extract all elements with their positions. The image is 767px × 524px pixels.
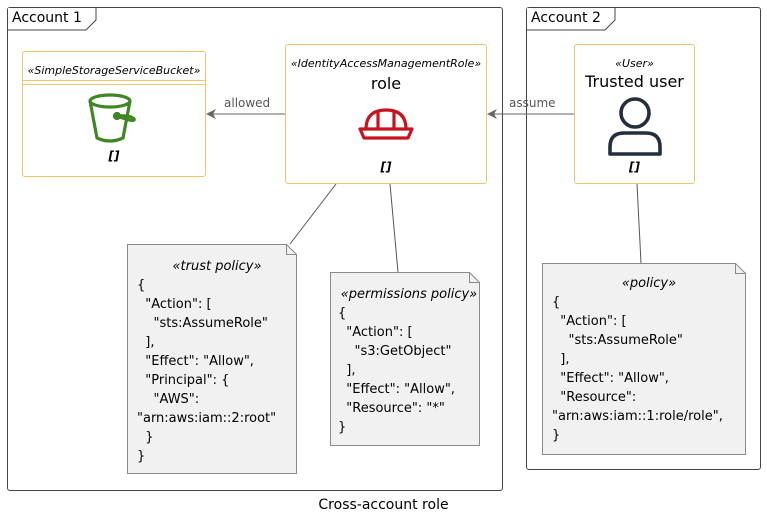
account1-frame: Account 1 — [7, 7, 503, 491]
trust-note-line: "Principal": { — [137, 373, 230, 388]
bucket-node: «SimpleStorageServiceBucket» [] — [22, 51, 206, 177]
bucket-separator — [23, 80, 205, 85]
permissions-policy-note: «permissions policy» { "Action": [ "s3:G… — [330, 272, 480, 446]
user-name: Trusted user — [585, 72, 684, 91]
assume-label: assume — [509, 96, 556, 110]
policy-note-line: "Effect": "Allow", — [552, 371, 669, 386]
allowed-label: allowed — [224, 96, 271, 110]
trust-note-line: "Effect": "Allow", — [137, 354, 254, 369]
permissions-note-link — [389, 183, 399, 273]
trust-note-line: "Action": [ — [137, 297, 212, 312]
user-stereotype: «User» — [615, 57, 654, 70]
permissions-note-line: "s3:GetObject" — [338, 344, 452, 359]
diagram-caption: Cross-account role — [318, 497, 449, 513]
user-bracket: [] — [629, 160, 640, 174]
account2-frame: Account 2 — [526, 7, 761, 470]
trust-note-title: «trust policy» — [172, 259, 262, 274]
policy-note: «policy» { "Action": [ "sts:AssumeRole" … — [542, 263, 746, 455]
role-stereotype: «IdentityAccessManagementRole» — [290, 57, 482, 70]
iam-role-hardhat-icon — [358, 108, 414, 140]
account1-tab-edge — [8, 8, 97, 31]
user-icon — [607, 97, 662, 156]
permissions-note-shape — [330, 272, 480, 446]
account2-tab-edge — [527, 8, 616, 31]
trust-note-line: { — [137, 278, 146, 293]
trust-note-line: } — [137, 449, 146, 464]
policy-note-title: «policy» — [621, 276, 677, 291]
policy-note-line: "sts:AssumeRole" — [552, 333, 683, 348]
trust-note-body: { "Action": [ "sts:AssumeRole" ], "Effec… — [137, 276, 297, 466]
account1-title: Account 1 — [8, 8, 104, 28]
policy-note-shape — [542, 263, 746, 455]
trust-policy-note: «trust policy» { "Action": [ "sts:Assume… — [127, 244, 297, 474]
s3-bucket-icon — [88, 93, 136, 143]
trust-note-line: } — [137, 430, 154, 445]
policy-note-line: { — [552, 295, 561, 310]
permissions-note-line: "Action": [ — [338, 325, 413, 340]
account2-title: Account 2 — [527, 8, 623, 28]
permissions-note-line: ], — [338, 363, 356, 378]
trust-note-link — [289, 183, 337, 245]
bucket-stereotype: «SimpleStorageServiceBucket» — [27, 64, 201, 77]
policy-note-line: "Resource": — [552, 390, 637, 405]
trust-note-line: "arn:aws:iam::2:root" — [137, 411, 277, 426]
policy-note-body: { "Action": [ "sts:AssumeRole" ], "Effec… — [552, 293, 746, 445]
policy-note-line: "arn:aws:iam::1:role/role", — [552, 409, 723, 424]
role-node: «IdentityAccessManagementRole» role [] — [285, 44, 487, 184]
permissions-note-line: { — [338, 306, 347, 321]
bucket-bracket: [] — [108, 149, 120, 163]
user-node: «User» Trusted user [] — [574, 44, 695, 184]
trust-note-line: ], — [137, 335, 155, 350]
permissions-note-line: "Resource": "*" — [338, 401, 445, 416]
role-name: role — [370, 74, 402, 93]
trust-note-shape — [127, 244, 297, 474]
policy-note-line: } — [552, 428, 561, 443]
permissions-note-title: «permissions policy» — [340, 287, 478, 302]
policy-note-line: "Action": [ — [552, 314, 627, 329]
permissions-note-body: { "Action": [ "s3:GetObject" ], "Effect"… — [338, 304, 480, 437]
policy-note-link — [636, 183, 642, 264]
policy-note-line: ], — [552, 352, 570, 367]
trust-note-line: "AWS": — [137, 392, 200, 407]
trust-note-line: "sts:AssumeRole" — [137, 316, 268, 331]
permissions-note-line: "Effect": "Allow", — [338, 382, 455, 397]
role-bracket: [] — [380, 160, 392, 174]
permissions-note-line: } — [338, 420, 347, 435]
